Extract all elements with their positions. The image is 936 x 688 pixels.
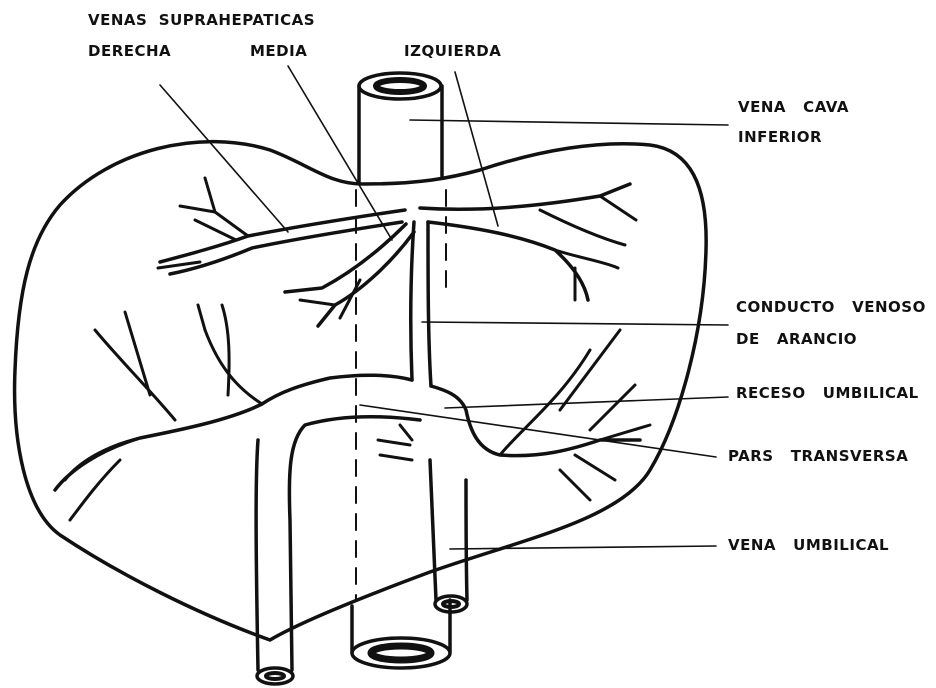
label-derecha: DERECHA <box>88 42 171 60</box>
leader-izquierda <box>455 72 498 226</box>
label-izquierda: IZQUIERDA <box>404 42 501 60</box>
left-hepatic-vein <box>420 184 636 300</box>
label-vena-cava-line2: INFERIOR <box>738 128 822 146</box>
label-pars-transversa: PARS TRANSVERSA <box>728 447 908 465</box>
leader-conducto <box>422 322 728 325</box>
vessel-end-left <box>257 668 293 684</box>
label-conducto-line2: DE ARANCIO <box>736 330 857 348</box>
label-media: MEDIA <box>250 42 307 60</box>
label-conducto-line1: CONDUCTO VENOSO <box>736 298 926 316</box>
leader-receso <box>445 397 728 408</box>
vena-cava-top <box>359 73 442 183</box>
leader-pars <box>360 405 716 457</box>
leader-vena-umbilical <box>450 546 716 549</box>
leader-vena-cava <box>410 120 728 125</box>
vena-cava-bottom <box>352 600 450 668</box>
label-vena-umbilical: VENA UMBILICAL <box>728 536 889 554</box>
leader-derecha <box>160 85 288 232</box>
label-vena-cava-line1: VENA CAVA <box>738 98 849 116</box>
umbilical-vein <box>430 460 467 612</box>
label-venas-suprahepaticas: VENAS SUPRAHEPATICAS <box>88 11 315 29</box>
leader-media <box>288 66 392 240</box>
ductus-venosus <box>411 222 431 386</box>
label-receso-umbilical: RECESO UMBILICAL <box>736 384 919 402</box>
